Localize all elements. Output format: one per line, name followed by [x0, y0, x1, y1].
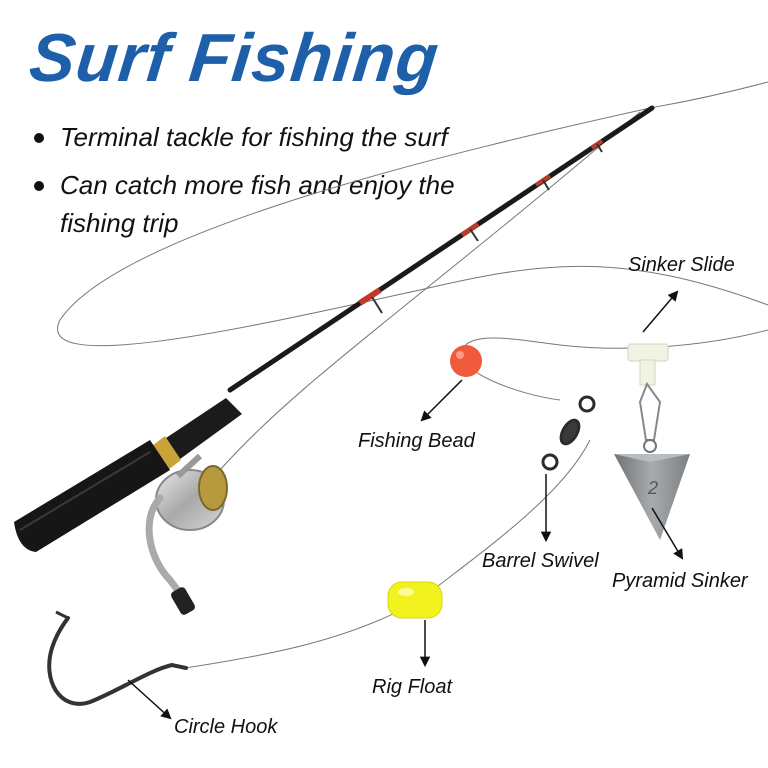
feature-list: Terminal tackle for fishing the surf Can… — [34, 118, 480, 252]
rig-float-label: Rig Float — [372, 676, 453, 698]
fishing-bead — [450, 345, 482, 377]
sinker-slide-arrow — [642, 290, 679, 333]
pyramid-sinker — [614, 439, 690, 540]
barrel-swivel — [541, 395, 596, 471]
pyramid-sinker-arrow — [651, 507, 684, 560]
fishing-rod — [14, 105, 655, 552]
fishing-bead-label: Fishing Bead — [358, 430, 475, 452]
circle-hook-arrow — [127, 679, 172, 720]
barrel-swivel-label: Barrel Swivel — [482, 550, 599, 572]
sinker-slide-label: Sinker Slide — [628, 254, 735, 276]
sinker-slide — [627, 343, 669, 441]
sinker-weight-mark: 2 — [647, 478, 658, 498]
circle-hook — [47, 616, 188, 706]
fishing-bead-arrow — [420, 379, 463, 422]
feature-item: Can catch more fish and enjoy the fishin… — [34, 166, 480, 242]
pyramid-sinker-label: Pyramid Sinker — [612, 570, 748, 592]
rig-float — [387, 581, 443, 619]
circle-hook-label: Circle Hook — [174, 716, 278, 738]
spinning-reel — [145, 453, 228, 615]
feature-item: Terminal tackle for fishing the surf — [34, 118, 480, 156]
